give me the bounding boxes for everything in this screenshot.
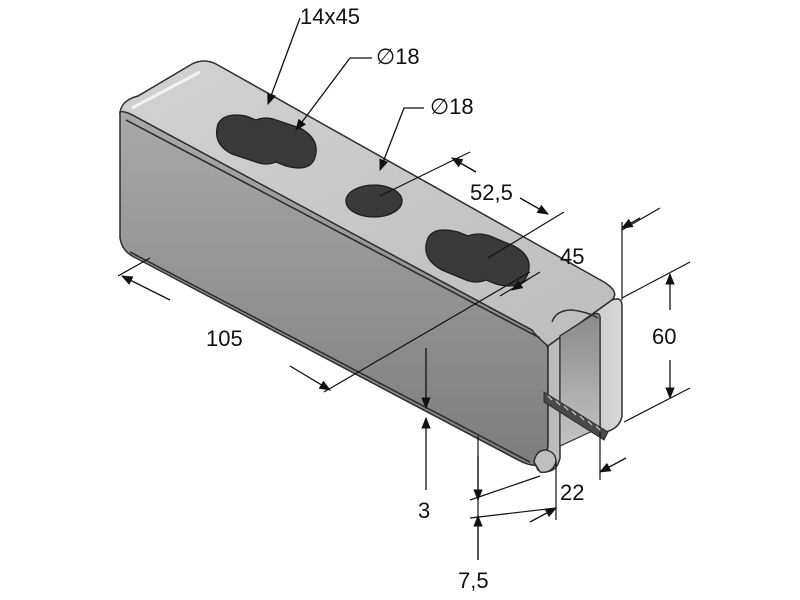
hole-a-leader <box>295 57 372 131</box>
height-ext-bottom <box>623 387 691 423</box>
lip-ext-line-2 <box>469 507 557 519</box>
slot-leader <box>267 17 301 106</box>
slot-1 <box>215 114 317 169</box>
channel-end-notch <box>551 309 599 323</box>
length-label: 105 <box>206 326 243 351</box>
slot-2 <box>425 229 530 287</box>
thickness-label: 3 <box>418 498 430 523</box>
pitch-label: 52,5 <box>470 180 513 205</box>
depth-arrow-2 <box>511 277 531 291</box>
channel-serration <box>543 391 609 441</box>
dimensions <box>117 17 691 560</box>
height-ext-top <box>621 261 691 299</box>
bottom-front-edge <box>129 251 531 463</box>
hole-a-label: ∅18 <box>376 44 420 69</box>
depth-label: 45 <box>560 244 584 269</box>
length-ext-right <box>323 271 531 393</box>
pitch-ext-b <box>487 211 565 259</box>
depth-arrow <box>620 217 641 229</box>
channel-lip-curl <box>533 449 557 473</box>
pitch-arrow-2 <box>519 197 550 215</box>
hole-b-leader <box>379 107 424 172</box>
dimension-labels: 14x45 ∅18 ∅18 52,5 45 60 105 3 22 7,5 <box>206 4 676 593</box>
channel-body <box>119 60 623 473</box>
length-ext-left <box>117 257 151 277</box>
length-arrow-right <box>289 365 332 391</box>
holes-and-slots <box>215 114 530 287</box>
height-label: 60 <box>652 324 676 349</box>
length-arrow-left <box>120 275 171 301</box>
pitch-arrow-1 <box>450 157 477 173</box>
opening-label: 22 <box>560 480 584 505</box>
opening-arrow-left <box>529 507 558 523</box>
lip-ext-line <box>469 475 541 501</box>
top-front-edge <box>125 119 541 339</box>
hole-b-label: ∅18 <box>430 94 474 119</box>
channel-serration-teeth <box>547 395 601 431</box>
round-hole <box>345 184 403 218</box>
opening-arrow-right <box>598 457 627 473</box>
top-highlight <box>131 70 201 110</box>
depth-ext <box>621 207 661 231</box>
lip-label: 7,5 <box>458 568 489 593</box>
slot-label: 14x45 <box>300 4 360 29</box>
